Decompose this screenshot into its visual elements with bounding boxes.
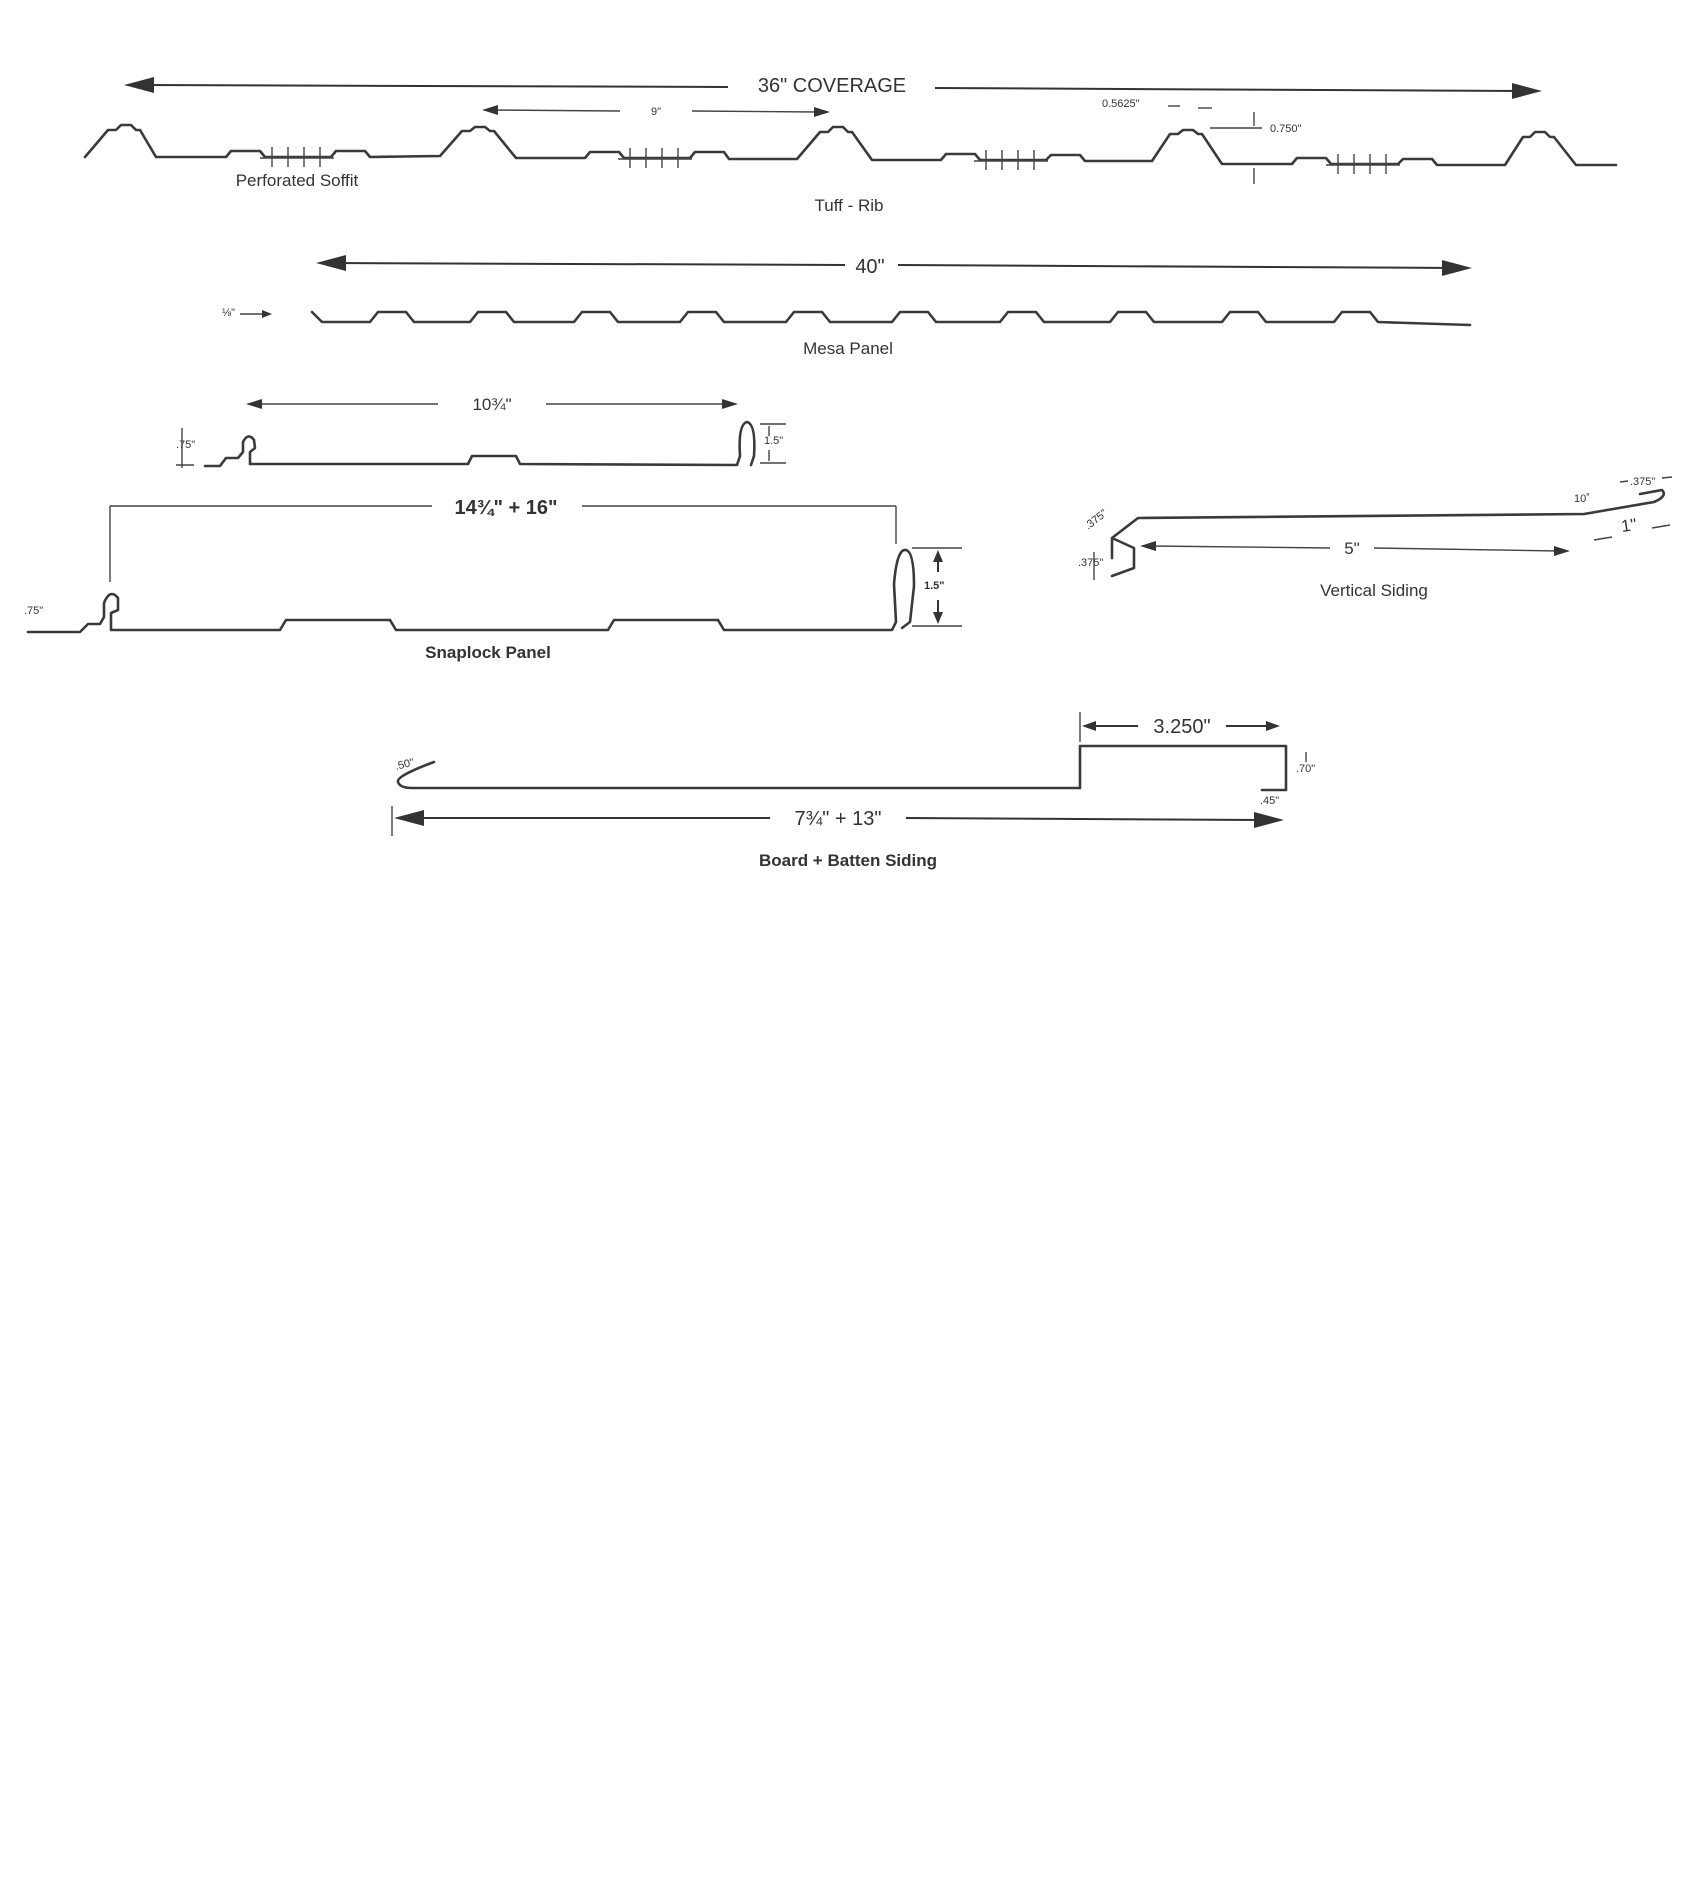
batten-width-label: 3.250" [1153,716,1210,738]
board-batten-return-label: .45" [1260,795,1279,807]
snaplock-right-height-arrow-down [933,612,943,624]
snaplock-small-group: 10¾" .75" 1.5" [176,395,786,468]
snaplock-panel-profile [26,548,916,634]
board-batten-profile [396,744,1288,792]
tuff-rib-group: 36" COVERAGE 9" 0.5625" 0.750" [83,75,1618,215]
snaplock-width-label-background [432,492,582,520]
board-batten-height-label: .70" [1296,763,1315,775]
coverage-arrow-right [1512,83,1542,99]
rib-spacing-arrow-left [482,105,498,115]
vertical-siding-right-hem-tick [1619,480,1629,483]
snaplock-small-arrow-right [722,399,738,409]
snaplock-small-left-height-label: .75" [176,439,195,451]
snaplock-right-height-label: 1.5" [924,580,945,592]
rib-spacing-line-right [691,110,819,113]
vertical-siding-right-leg-tick-right [1651,524,1671,529]
mesa-side-note: ⅛" [222,307,235,319]
snaplock-right-height-arrow-up [933,550,943,562]
coverage-arrow-left [124,77,154,93]
vertical-siding-right-hem-tick-right [1661,476,1673,479]
tuff-rib-title: Tuff - Rib [815,196,884,215]
vertical-siding-left-leg-label: .375" [1078,557,1103,569]
snaplock-small-arrow-left [246,399,262,409]
vertical-siding-right-hem-label: .375" [1630,476,1655,488]
rib-height-label: 0.750" [1270,123,1302,135]
mesa-arrow-left [316,255,346,271]
mesa-arrow-right [1442,260,1472,276]
rib-spacing-arrow-right [814,107,830,117]
perforation-marks [260,147,1400,174]
vertical-siding-angle-label: 10˚ [1574,493,1590,505]
mesa-dimension-line-right [897,264,1459,269]
mesa-dimension-line [329,262,846,266]
perforated-soffit-label: Perforated Soffit [236,171,359,190]
board-batten-arrow-left [394,810,424,826]
coverage-dimension-line [141,84,729,88]
rib-spacing-label: 9" [651,106,661,118]
board-batten-group: 3.250" .50" .70" .45" 7¾" + 13" Board + … [391,712,1315,870]
board-batten-width-label: 7¾" + 13" [794,808,881,830]
mesa-width-label: 40" [855,256,884,278]
mesa-panel-group: 40" ⅛" Mesa Panel [222,255,1472,358]
mesa-panel-profile [310,310,1472,327]
board-batten-arrow-right [1254,812,1284,828]
vertical-siding-width-line [1149,545,1331,549]
batten-width-arrow-right [1266,721,1280,731]
vertical-siding-right-leg-label: 1" [1620,515,1638,536]
batten-width-arrow-left [1082,721,1096,731]
vertical-siding-arrow-left [1140,541,1156,551]
vertical-siding-width-label: 5" [1344,539,1360,558]
vertical-siding-title: Vertical Siding [1320,581,1428,600]
snaplock-small-right-height-label: 1.5" [764,435,783,447]
mesa-side-note-arrow [262,310,272,318]
coverage-dimension-line-right [934,87,1523,92]
vertical-siding-profile [1110,488,1666,578]
vertical-siding-group: .375" .375" 5" 10˚ .375" 1" Vertical Sid… [1078,476,1673,600]
board-batten-hem-label: .50" [394,757,416,773]
snaplock-panel-group: 14¾" + 16" .75" 1.5" Snaplock Panel [24,492,962,662]
tuff-rib-profile [83,123,1618,167]
snaplock-small-profile [203,420,756,468]
board-batten-title: Board + Batten Siding [759,851,937,870]
vertical-siding-right-leg-tick [1593,536,1613,541]
vertical-siding-arrow-right [1554,546,1570,556]
rib-top-label: 0.5625" [1102,98,1140,110]
board-batten-width-line-right [905,817,1263,821]
snaplock-width-label: 14¾" + 16" [455,497,558,519]
mesa-panel-title: Mesa Panel [803,339,893,358]
snaplock-small-width-label: 10¾" [472,395,511,414]
coverage-label: 36" COVERAGE [758,75,906,97]
vertical-siding-top-hem-label: .375" [1082,507,1109,532]
vertical-siding-width-line-right [1373,547,1561,552]
snaplock-left-height-label: .75" [24,605,43,617]
snaplock-panel-title: Snaplock Panel [425,643,551,662]
rib-spacing-line [491,109,621,112]
